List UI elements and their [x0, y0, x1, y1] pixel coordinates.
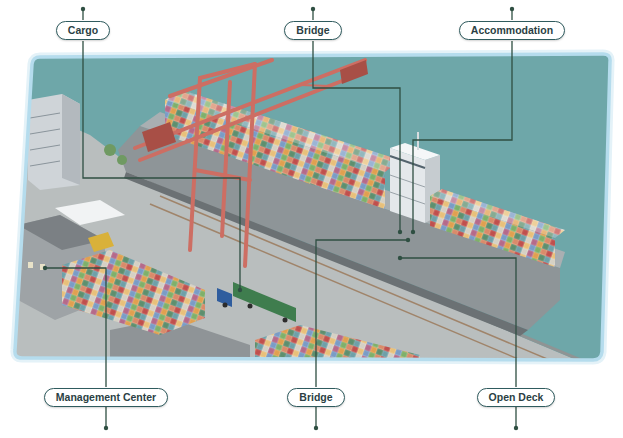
callout-label: Open Deck	[489, 391, 544, 404]
crane-beam	[170, 60, 272, 96]
leader-dot	[81, 7, 85, 11]
mast	[417, 132, 419, 150]
crane-trolley	[340, 60, 368, 84]
accommodation-roof	[390, 143, 440, 160]
window-row	[30, 161, 60, 166]
tree	[104, 144, 116, 156]
leader-line	[45, 268, 106, 387]
accommodation-block	[390, 148, 425, 223]
callout-pill: Accommodation	[459, 21, 565, 40]
leader-line	[400, 258, 516, 387]
leader-lines	[45, 9, 516, 428]
gate-canopy	[55, 200, 125, 225]
container-top-light	[430, 189, 565, 238]
crane-leg	[245, 64, 255, 266]
callout-label: Bridge	[299, 391, 332, 404]
callout-label: Cargo	[68, 24, 98, 37]
leader-line	[316, 240, 408, 387]
callout-pill: Management Center	[44, 388, 168, 407]
yard-container-stack	[62, 250, 205, 335]
truck-wheel	[223, 303, 228, 308]
callout-pill: Cargo	[56, 21, 110, 40]
deck-windows	[390, 192, 425, 204]
crane-boom	[140, 72, 365, 160]
office-building	[28, 94, 80, 190]
leader-dot	[406, 238, 410, 242]
office-building-side	[62, 94, 80, 185]
container-stack-top	[430, 189, 565, 238]
leader-line	[313, 41, 400, 232]
crane-brace	[300, 85, 330, 86]
yard-container-stack	[255, 325, 420, 370]
bridge-windows	[390, 156, 425, 168]
window-row	[30, 113, 60, 118]
leader-dot	[398, 256, 402, 260]
callout-label: Management Center	[56, 391, 156, 404]
yard-vehicle	[88, 232, 114, 252]
crane-leg	[190, 78, 200, 250]
leader-dots	[43, 7, 518, 430]
panel-border	[15, 54, 610, 360]
leader-dot	[411, 230, 415, 234]
leader-line	[105, 407, 106, 428]
crane-leg	[222, 82, 230, 236]
leader-line	[315, 407, 316, 428]
window	[28, 262, 33, 268]
leader-dot	[510, 7, 514, 11]
truck-cab	[217, 288, 232, 307]
leader-line	[515, 407, 516, 428]
leader-line	[83, 41, 240, 290]
leader-dot	[311, 7, 315, 11]
callout-pill: Bridge	[284, 21, 341, 40]
leader-dot	[314, 426, 318, 430]
callout-pill: Bridge	[287, 388, 344, 407]
window-row	[30, 129, 60, 134]
gantry-crane	[135, 60, 365, 266]
leader-dot	[398, 230, 402, 234]
truck-trailer	[233, 282, 296, 322]
leader-dot	[104, 426, 108, 430]
window-row	[30, 145, 60, 150]
callout-pill: Open Deck	[477, 388, 556, 407]
truck-wheel	[283, 318, 288, 323]
deck-windows	[390, 175, 425, 187]
crane-beam	[200, 64, 255, 78]
leader-dot	[43, 266, 47, 270]
callout-label: Accommodation	[471, 24, 553, 37]
crane-cabin	[142, 122, 176, 152]
truck-wheel	[248, 304, 253, 309]
leader-dot	[238, 288, 242, 292]
leader-line	[413, 41, 512, 232]
callout-label: Bridge	[296, 24, 329, 37]
tree	[117, 155, 127, 165]
leader-dot	[514, 426, 518, 430]
